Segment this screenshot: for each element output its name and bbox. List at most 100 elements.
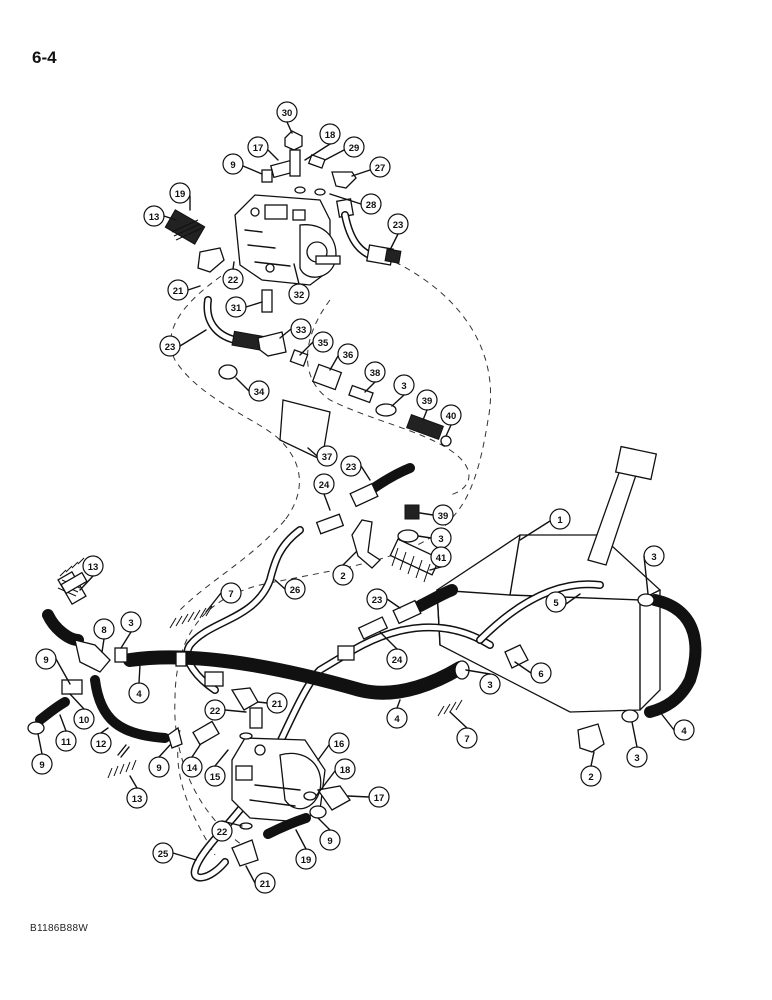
callout-4: 4	[128, 682, 150, 704]
svg-text:19: 19	[301, 855, 312, 866]
callout-40: 40	[440, 404, 462, 426]
callout-12: 12	[90, 732, 112, 754]
svg-text:24: 24	[319, 480, 330, 491]
svg-text:17: 17	[253, 143, 264, 154]
callout-21: 21	[167, 279, 189, 301]
callout-7: 7	[220, 582, 242, 604]
callout-2: 2	[332, 564, 354, 586]
callout-13: 13	[126, 787, 148, 809]
svg-text:21: 21	[260, 879, 271, 890]
svg-text:3: 3	[634, 753, 639, 764]
callout-26: 26	[284, 578, 306, 600]
callout-5: 5	[545, 591, 567, 613]
callout-31: 31	[225, 296, 247, 318]
callout-32: 32	[288, 283, 310, 305]
callout-3: 3	[643, 545, 665, 567]
svg-text:4: 4	[394, 714, 400, 725]
callout-21: 21	[254, 872, 276, 894]
svg-text:2: 2	[588, 772, 593, 783]
svg-text:26: 26	[290, 585, 301, 596]
callout-18: 18	[319, 123, 341, 145]
callout-30: 30	[276, 101, 298, 123]
svg-text:36: 36	[343, 350, 354, 361]
svg-text:38: 38	[370, 368, 381, 379]
callout-23: 23	[387, 213, 409, 235]
svg-text:37: 37	[322, 452, 333, 463]
callout-39: 39	[416, 389, 438, 411]
callout-9: 9	[319, 829, 341, 851]
svg-text:22: 22	[217, 827, 228, 838]
callout-16: 16	[328, 732, 350, 754]
callout-28: 28	[360, 193, 382, 215]
svg-text:9: 9	[327, 836, 332, 847]
hose-guard-springs	[59, 557, 463, 779]
svg-text:4: 4	[681, 726, 687, 737]
left-filter-cluster	[27, 570, 220, 749]
callout-23: 23	[340, 455, 362, 477]
callout-25: 25	[152, 842, 174, 864]
svg-text:10: 10	[79, 715, 90, 726]
callout-3: 3	[626, 746, 648, 768]
upper-fittings	[261, 130, 357, 218]
svg-text:28: 28	[366, 200, 377, 211]
callout-13: 13	[143, 205, 165, 227]
svg-text:21: 21	[173, 286, 184, 297]
svg-text:39: 39	[422, 396, 433, 407]
tank-return-hose	[577, 593, 702, 753]
callout-24: 24	[386, 648, 408, 670]
svg-text:3: 3	[128, 618, 133, 629]
callout-22: 22	[222, 268, 244, 290]
svg-text:21: 21	[272, 699, 283, 710]
callout-36: 36	[337, 343, 359, 365]
lower-hydraulic-pump	[230, 687, 351, 867]
mid-fittings-row	[257, 289, 452, 461]
callout-10: 10	[73, 708, 95, 730]
callout-6: 6	[530, 662, 552, 684]
svg-text:9: 9	[156, 763, 161, 774]
svg-text:18: 18	[325, 130, 336, 141]
mid-hose-assembly	[315, 463, 441, 583]
svg-text:23: 23	[346, 462, 357, 473]
svg-text:2: 2	[340, 571, 345, 582]
callout-38: 38	[364, 361, 386, 383]
svg-text:41: 41	[436, 553, 447, 564]
callout-3: 3	[393, 374, 415, 396]
figure-code: B1186B88W	[30, 923, 89, 934]
svg-text:27: 27	[375, 163, 386, 174]
svg-text:23: 23	[372, 595, 383, 606]
svg-text:29: 29	[349, 143, 360, 154]
callout-4: 4	[673, 719, 695, 741]
svg-text:24: 24	[392, 655, 403, 666]
svg-text:31: 31	[231, 303, 242, 314]
callout-29: 29	[343, 136, 365, 158]
callout-11: 11	[55, 730, 77, 752]
svg-text:8: 8	[101, 625, 106, 636]
svg-text:39: 39	[438, 511, 449, 522]
callout-9: 9	[222, 153, 244, 175]
callout-22: 22	[204, 699, 226, 721]
steel-tube-lines	[183, 526, 604, 882]
callout-4: 4	[386, 707, 408, 729]
callout-19: 19	[295, 848, 317, 870]
svg-text:13: 13	[132, 794, 143, 805]
svg-text:22: 22	[228, 275, 239, 286]
callout-41: 41	[430, 546, 452, 568]
callout-17: 17	[247, 136, 269, 158]
svg-text:7: 7	[464, 734, 469, 745]
callout-3: 3	[120, 611, 142, 633]
callout-2: 2	[580, 765, 602, 787]
svg-text:30: 30	[282, 108, 293, 119]
svg-text:9: 9	[230, 160, 235, 171]
callout-35: 35	[312, 331, 334, 353]
svg-text:35: 35	[318, 338, 329, 349]
svg-text:14: 14	[187, 763, 198, 774]
callout-37: 37	[316, 445, 338, 467]
svg-text:23: 23	[393, 220, 404, 231]
svg-text:32: 32	[294, 290, 305, 301]
callout-17: 17	[368, 786, 390, 808]
callout-18: 18	[334, 758, 356, 780]
svg-text:9: 9	[43, 655, 48, 666]
svg-text:40: 40	[446, 411, 457, 422]
svg-text:6: 6	[538, 669, 543, 680]
callout-14: 14	[181, 756, 203, 778]
